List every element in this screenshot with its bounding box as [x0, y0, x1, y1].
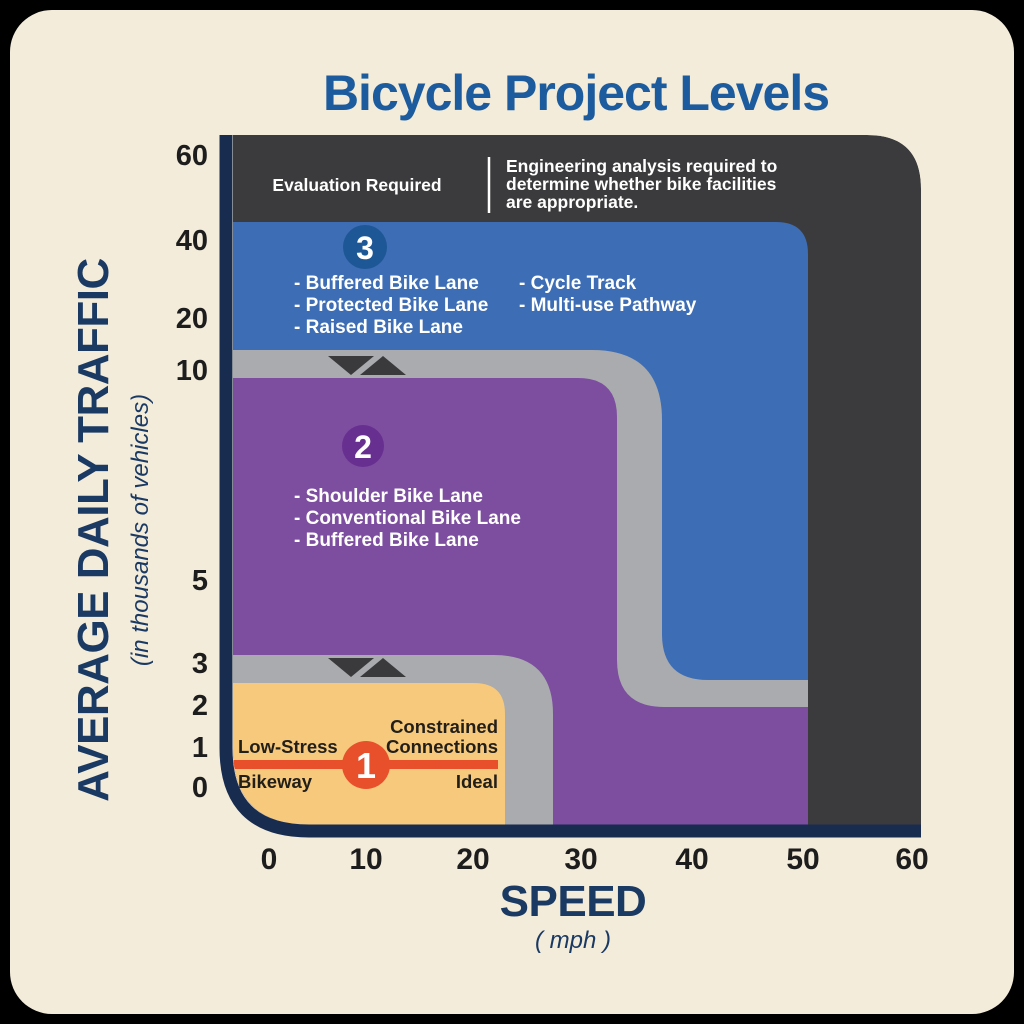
- arrow-up-icon: [360, 356, 406, 375]
- level-3-item: - Raised Bike Lane: [294, 317, 463, 338]
- y-tick-label-3: 3: [192, 648, 208, 680]
- level-2-badge-number: 2: [354, 429, 372, 465]
- y-tick-label-40: 40: [176, 225, 208, 257]
- level-1-left-label: Low-Stress: [238, 736, 338, 757]
- plot-area: [233, 135, 921, 825]
- level-2-item: - Buffered Bike Lane: [294, 530, 479, 551]
- page-title: Bicycle Project Levels: [323, 65, 829, 121]
- x-tick-label-50: 50: [786, 843, 819, 876]
- level-3-item: - Multi-use Pathway: [519, 295, 697, 316]
- level-3-item: - Cycle Track: [519, 273, 637, 294]
- level-1-left-label: Bikeway: [238, 771, 313, 792]
- x-tick-label-10: 10: [349, 843, 382, 876]
- x-tick-label-40: 40: [675, 843, 708, 876]
- level-3-badge: [343, 225, 387, 269]
- arrow-down-icon: [328, 658, 374, 677]
- x-tick-label-20: 20: [456, 843, 489, 876]
- level-1-badge: [342, 741, 390, 789]
- y-axis-subtitle: (in thousands of vehicles): [127, 394, 154, 666]
- x-tick-label-30: 30: [564, 843, 597, 876]
- evaluation-label: Evaluation Required: [272, 175, 441, 195]
- y-tick-label-5: 5: [192, 565, 208, 597]
- level-2-badge: [342, 425, 384, 467]
- x-axis-title: SPEED: [500, 877, 647, 926]
- evaluation-note-line: are appropriate.: [506, 192, 638, 212]
- x-tick-label-0: 0: [261, 843, 278, 876]
- level-2-item: - Shoulder Bike Lane: [294, 486, 483, 507]
- x-axis-subtitle: ( mph ): [535, 927, 611, 954]
- axis-lines: [219, 135, 921, 838]
- evaluation-note-line: Engineering analysis required to: [506, 156, 777, 176]
- evaluation-note-line: determine whether bike facilities: [506, 174, 777, 194]
- level-1-right-label: Connections: [386, 736, 498, 757]
- y-tick-label-2: 2: [192, 690, 208, 722]
- level-3-item: - Protected Bike Lane: [294, 295, 488, 316]
- y-tick-label-20: 20: [176, 303, 208, 335]
- level-3-badge-number: 3: [356, 230, 374, 266]
- x-tick-label-60: 60: [895, 843, 928, 876]
- level-3-item: - Buffered Bike Lane: [294, 273, 479, 294]
- level-1-badge-number: 1: [356, 745, 376, 786]
- level-1-ideal-label: Ideal: [456, 771, 498, 792]
- y-axis-title: AVERAGE DAILY TRAFFIC: [69, 258, 118, 802]
- arrow-down-icon: [328, 356, 374, 375]
- y-tick-label-0: 0: [192, 772, 208, 804]
- y-tick-label-1: 1: [192, 732, 208, 764]
- level-1-right-label: Constrained: [390, 716, 498, 737]
- arrow-up-icon: [360, 658, 406, 677]
- level-2-item: - Conventional Bike Lane: [294, 508, 521, 529]
- y-tick-label-60: 60: [176, 140, 208, 172]
- y-tick-label-10: 10: [176, 355, 208, 387]
